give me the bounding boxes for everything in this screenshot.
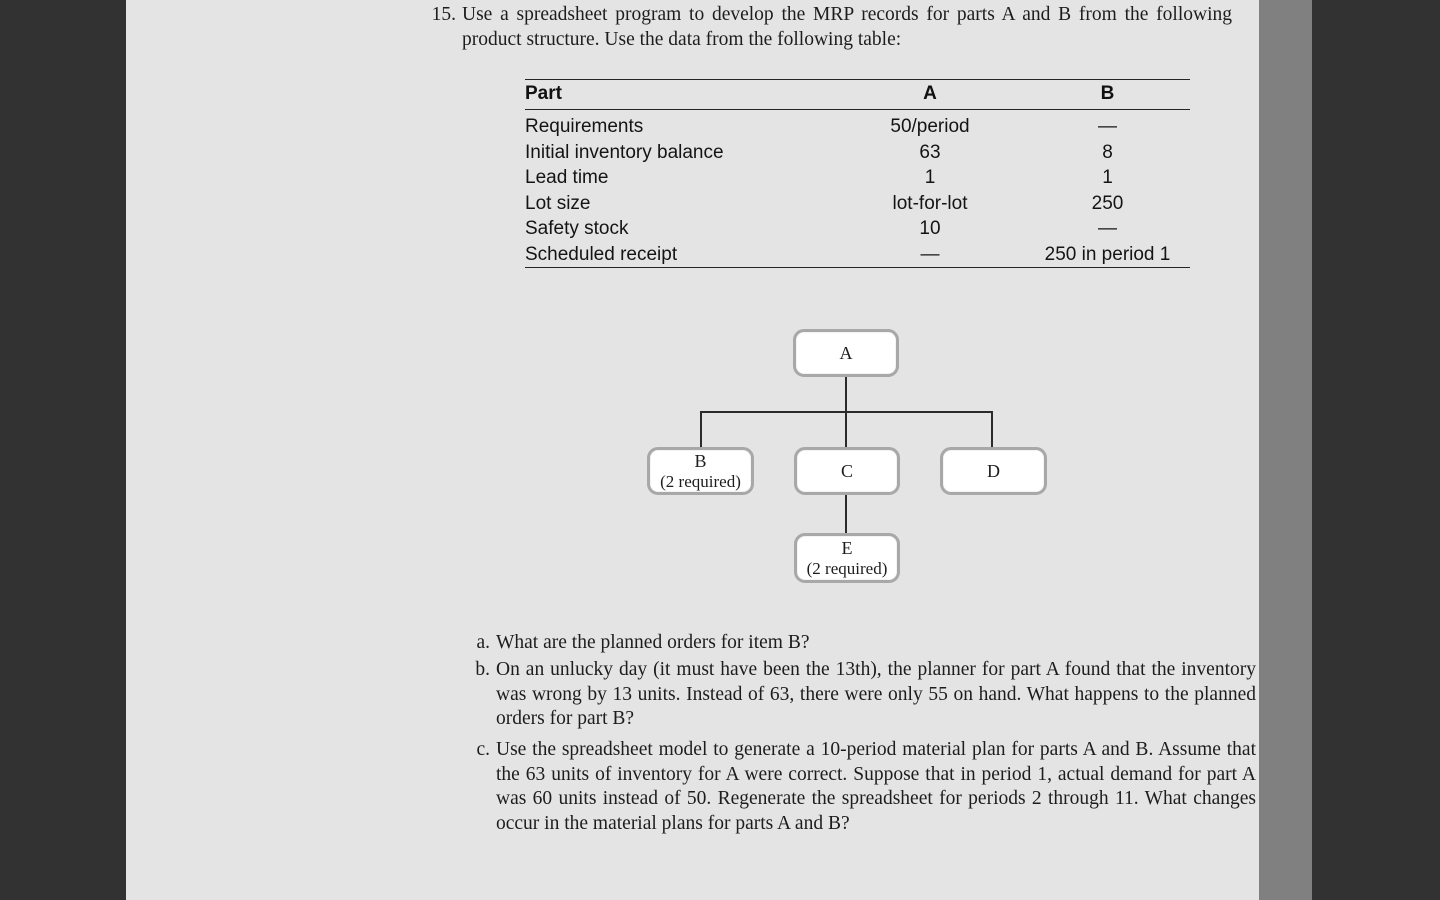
bom-node-b-sublabel: (2 required) bbox=[660, 471, 741, 491]
problem-number: 15. bbox=[431, 4, 456, 25]
vertical-scrollbar-track[interactable] bbox=[1259, 0, 1312, 900]
cell-label: Scheduled receipt bbox=[525, 243, 678, 265]
connector-horizontal-bus bbox=[700, 411, 993, 414]
header-part: Part bbox=[525, 80, 835, 110]
table-row: Initial inventory balance 63 8 bbox=[525, 140, 1190, 166]
table-header-row: Part A B bbox=[525, 80, 1190, 110]
cell-label: Lot size bbox=[525, 192, 591, 214]
subquestion-a-text: What are the planned orders for item B? bbox=[496, 632, 810, 653]
connector-c-to-e bbox=[845, 494, 848, 534]
cell-b: — bbox=[1098, 218, 1117, 239]
table-top-rule bbox=[525, 79, 1190, 80]
table-bottom-rule bbox=[525, 267, 1190, 268]
cell-b: 250 in period 1 bbox=[1044, 243, 1171, 265]
cell-b: 1 bbox=[1102, 167, 1113, 188]
connector-bus-to-c bbox=[845, 411, 848, 448]
bom-node-e-label: E bbox=[841, 537, 853, 558]
cell-b: 250 bbox=[1091, 192, 1124, 214]
bom-node-b: B (2 required) bbox=[647, 447, 754, 495]
cell-b: 8 bbox=[1102, 141, 1113, 163]
problem-text: Use a spreadsheet program to develop the… bbox=[462, 4, 1232, 50]
document-page: 15. Use a spreadsheet program to develop… bbox=[126, 0, 1259, 900]
table-row: Safety stock 10 — bbox=[525, 216, 1190, 242]
cell-a: 50/period bbox=[890, 116, 970, 137]
bom-node-e: E (2 required) bbox=[794, 533, 900, 583]
cell-a: 1 bbox=[924, 167, 936, 188]
bom-node-a: A bbox=[793, 329, 899, 377]
cell-a: 63 bbox=[919, 141, 941, 163]
vertical-scrollbar-thumb[interactable] bbox=[1259, 0, 1312, 900]
cell-a: — bbox=[920, 243, 940, 265]
cell-b: — bbox=[1098, 116, 1117, 137]
header-b: B bbox=[1025, 80, 1190, 110]
subquestion-b: b. On an unlucky day (it must have been … bbox=[462, 658, 1256, 732]
cell-a: lot-for-lot bbox=[892, 192, 968, 214]
connector-a-to-bus bbox=[845, 377, 848, 413]
bom-node-d-label: D bbox=[987, 460, 1000, 481]
bom-node-a-label: A bbox=[839, 342, 853, 363]
bom-node-b-label: B bbox=[694, 450, 707, 471]
cell-a: 10 bbox=[919, 218, 941, 239]
subquestion-c: c. Use the spreadsheet model to generate… bbox=[462, 738, 1256, 836]
header-a: A bbox=[835, 80, 1025, 110]
cell-label: Initial inventory balance bbox=[525, 141, 724, 163]
cell-label: Lead time bbox=[525, 167, 609, 188]
subquestion-a-marker: a. bbox=[476, 632, 490, 653]
subquestion-a: a. What are the planned orders for item … bbox=[462, 631, 1237, 656]
table-row: Scheduled receipt — 250 in period 1 bbox=[525, 242, 1190, 268]
table-row: Lot size lot-for-lot 250 bbox=[525, 191, 1190, 217]
subquestion-c-marker: c. bbox=[476, 739, 490, 760]
cell-label: Safety stock bbox=[525, 218, 629, 239]
connector-bus-to-b bbox=[700, 411, 703, 448]
bom-node-d: D bbox=[940, 447, 1047, 495]
subquestion-b-text: On an unlucky day (it must have been the… bbox=[496, 659, 1256, 729]
bom-node-c: C bbox=[794, 447, 900, 495]
bom-node-e-sublabel: (2 required) bbox=[806, 558, 888, 578]
subquestion-c-text: Use the spreadsheet model to generate a … bbox=[496, 739, 1256, 834]
cell-label: Requirements bbox=[525, 116, 644, 137]
connector-bus-to-d bbox=[991, 411, 994, 448]
parts-data-table: Part A B Requirements 50/period — Initia… bbox=[525, 79, 1190, 268]
bom-node-c-label: C bbox=[840, 460, 853, 481]
subquestion-b-marker: b. bbox=[475, 659, 490, 680]
table-row: Lead time 1 1 bbox=[525, 165, 1190, 191]
problem-statement: 15. Use a spreadsheet program to develop… bbox=[428, 3, 1238, 52]
table-row: Requirements 50/period — bbox=[525, 110, 1190, 140]
